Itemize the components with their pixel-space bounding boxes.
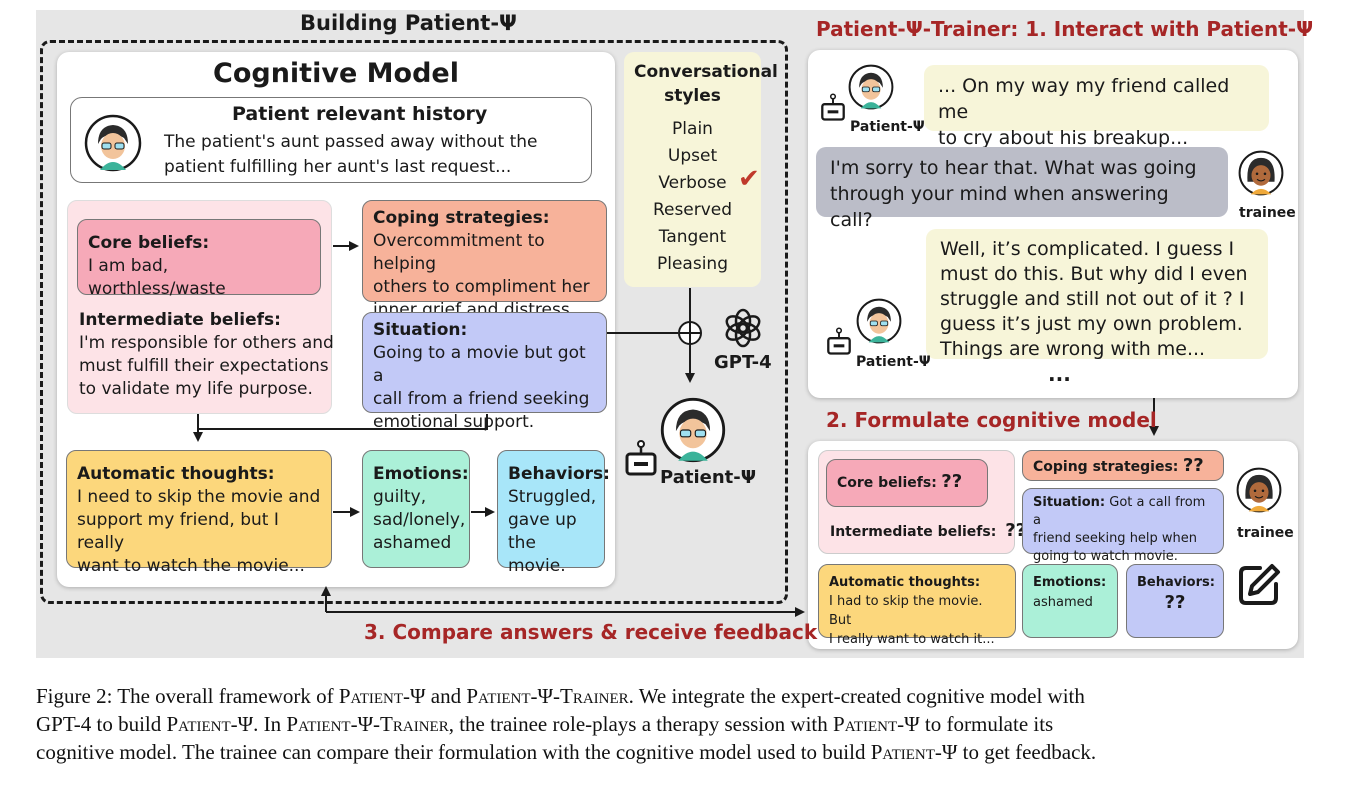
checkmark-icon: ✔	[738, 164, 760, 194]
formulate-coping: Coping strategies: ??	[1022, 450, 1224, 481]
style-item-verbose: Verbose✔	[658, 164, 760, 194]
automatic-thoughts-box: Automatic thoughts: I need to skip the m…	[66, 450, 332, 576]
history-text: The patient's aunt passed away without t…	[164, 132, 538, 177]
chat-patient-label-1: Patient-Ψ	[850, 119, 925, 135]
trainer-title: Patient-Ψ-Trainer: 1. Interact with Pati…	[816, 17, 1314, 41]
formulate-behaviors: Behaviors: ??	[1126, 564, 1224, 638]
figure-caption: Figure 2: The overall framework of Patie…	[36, 684, 1097, 764]
style-item-plain: Plain	[672, 119, 713, 139]
chat-ellipsis: ...	[1048, 362, 1071, 386]
chat-patient-label-2: Patient-Ψ	[856, 354, 931, 370]
patient-message-2: Well, it’s complicated. I guess I must d…	[926, 229, 1268, 360]
robot-small-icon	[820, 93, 846, 123]
emotions-box: Emotions: guilty, sad/lonely, ashamed	[362, 450, 470, 568]
formulate-automatic: Automatic thoughts: I had to skip the mo…	[818, 564, 1016, 647]
style-item-tangent: Tangent	[658, 227, 727, 247]
style-item-reserved: Reserved	[652, 200, 733, 220]
patient-large-avatar-icon	[660, 397, 726, 463]
building-title: Building Patient-Ψ	[300, 11, 517, 35]
formulate-core-beliefs: Core beliefs: ??	[826, 459, 988, 507]
edit-icon	[1236, 562, 1282, 608]
formulate-situation: Situation: Got a call from a friend seek…	[1022, 488, 1224, 564]
patient-message-1: ... On my way my friend called me to cry…	[924, 65, 1269, 149]
robot-small-icon	[826, 327, 852, 357]
history-box	[70, 97, 592, 183]
patient-chat-avatar-icon	[848, 64, 894, 110]
core-beliefs-box: Core beliefs: I am bad, worthless/waste	[77, 219, 321, 299]
patient-avatar-icon	[84, 114, 142, 172]
robot-icon	[624, 440, 658, 478]
coping-strategies-box: Coping strategies: Overcommitment to hel…	[362, 200, 607, 320]
gpt-label: GPT-4	[714, 352, 772, 373]
gpt-logo-icon	[722, 307, 764, 349]
situation-box: Situation: Going to a movie but got a ca…	[362, 312, 607, 432]
trainee-avatar-icon	[1238, 150, 1284, 196]
behaviors-box: Behaviors: Struggled, gave up the movie.	[497, 450, 610, 576]
formulate-trainee-label: trainee	[1237, 525, 1294, 541]
step3-label: 3. Compare answers & receive feedback	[364, 620, 818, 644]
patient-label: Patient-Ψ	[660, 467, 757, 488]
style-item-upset: Upset	[667, 146, 718, 166]
chat-trainee-label: trainee	[1239, 205, 1296, 221]
history-heading: Patient relevant history	[232, 103, 488, 125]
step2-label: 2. Formulate cognitive model	[826, 408, 1157, 432]
formulate-emotions: Emotions: ashamed	[1022, 564, 1118, 638]
formulate-intermediate: Intermediate beliefs: ??	[830, 520, 1027, 541]
patient-chat-avatar-icon	[856, 298, 902, 344]
building-frame	[40, 40, 788, 604]
trainee-message: I'm sorry to hear that. What was going t…	[816, 147, 1228, 231]
style-item-pleasing: Pleasing	[657, 254, 728, 274]
intermediate-beliefs: Intermediate beliefs: I'm responsible fo…	[79, 310, 334, 399]
trainee-avatar-icon	[1236, 467, 1282, 513]
cognitive-model-title: Cognitive Model	[213, 58, 459, 89]
